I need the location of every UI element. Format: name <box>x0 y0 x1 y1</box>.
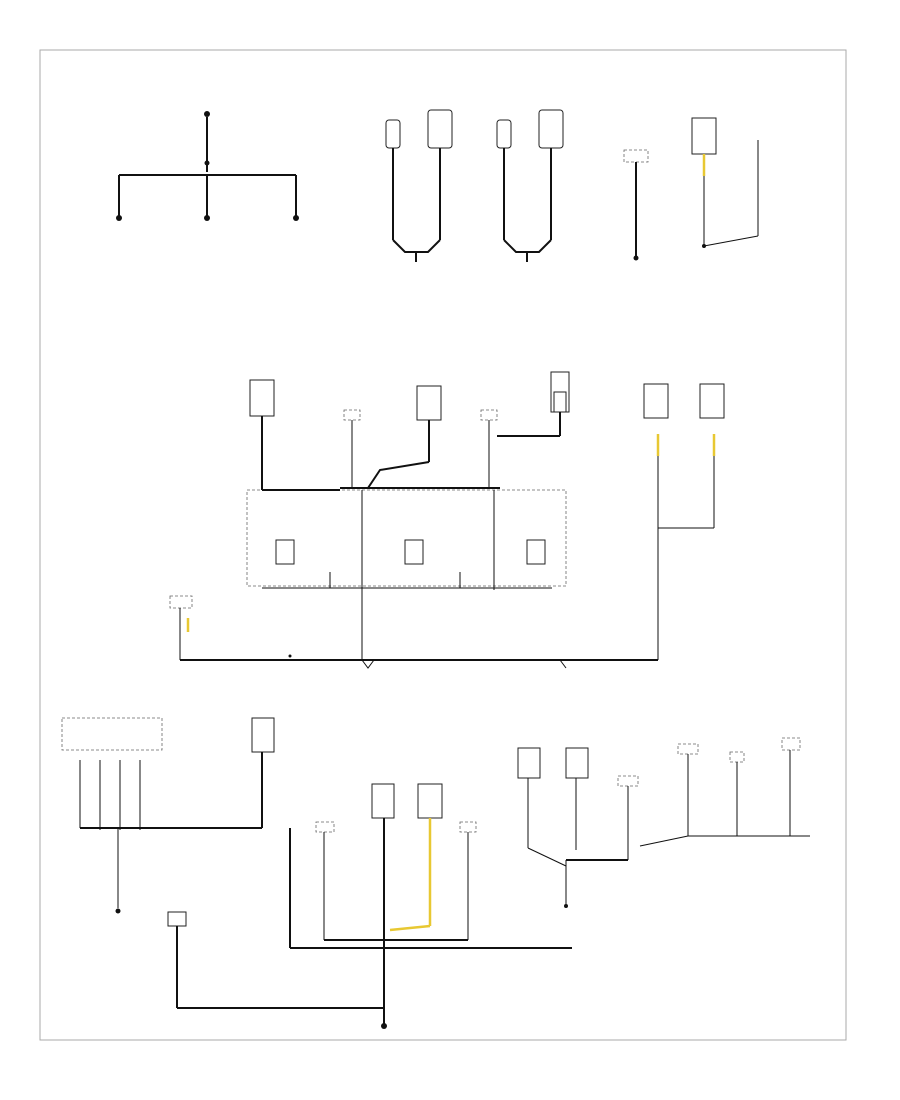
ground-point-main <box>381 1023 387 1029</box>
module-box-10 <box>167 911 187 927</box>
left-lamp-group <box>385 109 453 262</box>
module-box-6 <box>699 383 725 419</box>
connector-dashed-5 <box>315 821 335 833</box>
connector-dashed-6 <box>459 821 477 833</box>
module-box-9 <box>417 783 443 819</box>
ground-point-2 <box>204 215 210 221</box>
inner-box-3 <box>526 539 546 565</box>
module-box-7 <box>251 717 275 753</box>
right-lamp-group <box>496 109 564 262</box>
lamp-box-2 <box>427 109 453 149</box>
diagram-frame <box>39 49 847 1041</box>
ground-point-5 <box>115 908 121 914</box>
ground-point-1 <box>116 215 122 221</box>
module-box-5 <box>643 383 669 419</box>
module-box-11 <box>517 747 541 779</box>
lower-section <box>61 717 810 1029</box>
ground-point-3 <box>293 215 299 221</box>
connector-dashed-2 <box>343 409 361 421</box>
splice-node-2 <box>702 244 706 248</box>
battery-ground-group <box>116 111 299 221</box>
lamp-box-3 <box>496 119 512 149</box>
splice-node-3 <box>288 654 292 658</box>
battery-terminal <box>204 111 210 117</box>
module-box-12 <box>565 747 589 779</box>
ground-point-4 <box>633 255 639 261</box>
connector-dashed-3 <box>480 409 498 421</box>
inner-box-2 <box>404 539 424 565</box>
module-box-1 <box>691 117 717 155</box>
ground-point-6 <box>564 904 568 908</box>
module-box-8 <box>371 783 395 819</box>
inner-box-1 <box>275 539 295 565</box>
dashed-module-left <box>61 717 163 751</box>
module-box-2 <box>249 379 275 417</box>
connector-dashed-4 <box>169 595 193 609</box>
top-right-ground-group <box>623 117 759 261</box>
splice-node <box>204 160 210 166</box>
module-box-3 <box>416 385 442 421</box>
lamp-box-4 <box>538 109 564 149</box>
module-box-4-conn <box>553 391 567 413</box>
main-assembly-dashed-box <box>246 489 567 587</box>
lamp-box-1 <box>385 119 401 149</box>
middle-section <box>169 371 725 669</box>
